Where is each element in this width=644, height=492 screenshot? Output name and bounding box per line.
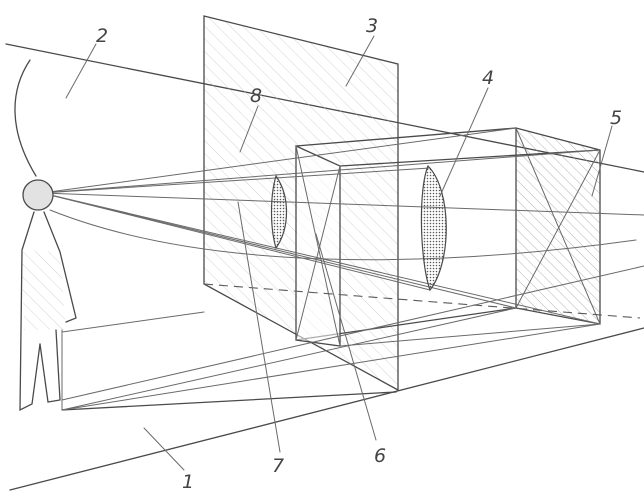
picture-ground-line bbox=[203, 283, 641, 319]
label-6: 6 bbox=[374, 445, 386, 467]
visual-rays bbox=[41, 127, 644, 411]
label-8: 8 bbox=[250, 85, 262, 107]
box-projection bbox=[295, 144, 341, 347]
ground-plane bbox=[9, 327, 644, 491]
labels: 2 3 4 5 8 7 6 1 bbox=[96, 15, 622, 492]
leader-lines bbox=[65, 35, 613, 471]
label-5: 5 bbox=[610, 107, 622, 129]
ground-trace-line bbox=[61, 311, 205, 333]
label-4: 4 bbox=[482, 67, 494, 89]
lens-projection bbox=[270, 174, 287, 250]
label-3: 3 bbox=[366, 15, 378, 37]
label-7: 7 bbox=[272, 455, 284, 477]
observer-figure bbox=[19, 179, 77, 412]
label-2: 2 bbox=[96, 25, 108, 47]
label-1: 1 bbox=[182, 471, 194, 492]
lens-object bbox=[420, 164, 447, 292]
